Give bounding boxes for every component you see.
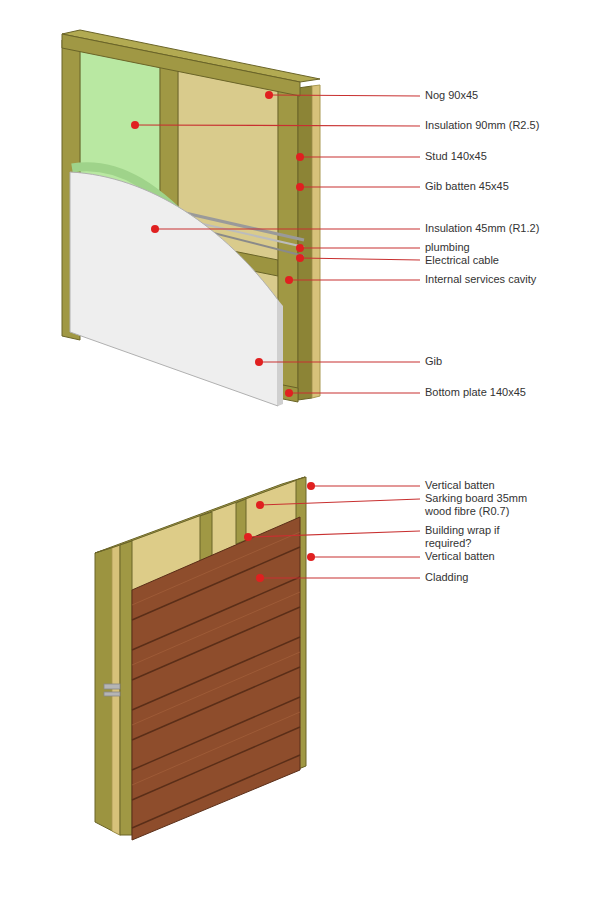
part-label: Insulation 90mm (R2.5): [425, 119, 539, 132]
part-label: Sarking board 35mm wood fibre (R0.7): [425, 492, 540, 518]
part-label: Bottom plate 140x45: [425, 386, 526, 399]
external-wall: [95, 477, 306, 840]
internal-wall: [62, 30, 320, 406]
part-label: Nog 90x45: [425, 89, 478, 102]
part-label: Electrical cable: [425, 254, 499, 267]
part-label: Vertical batten: [425, 550, 495, 563]
leader-lines: [135, 95, 420, 578]
part-label: Internal services cavity: [425, 273, 536, 286]
leader-dots: [131, 91, 315, 582]
part-label: Insulation 45mm (R1.2): [425, 222, 539, 235]
part-label: Stud 140x45: [425, 150, 487, 163]
part-label: Vertical batten: [425, 479, 495, 492]
part-label: Gib: [425, 355, 442, 368]
part-label: Cladding: [425, 571, 468, 584]
part-label: plumbing: [425, 241, 470, 254]
part-label: Gib batten 45x45: [425, 180, 509, 193]
part-label: Building wrap if required?: [425, 524, 540, 550]
